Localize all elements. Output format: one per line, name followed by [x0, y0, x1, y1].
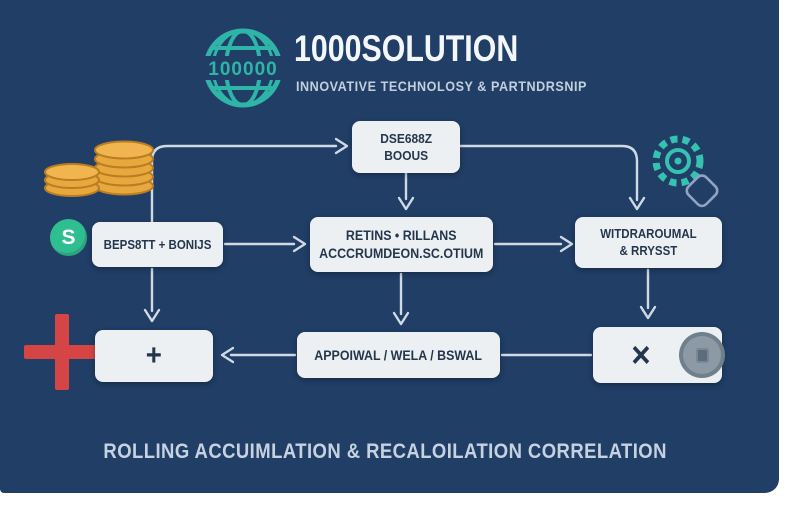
arrowhead-right-icon	[292, 235, 307, 253]
arrowhead-right-icon	[334, 137, 349, 155]
globe-icon: 100000	[197, 28, 289, 108]
flow-box-withdrawal-line2: & RRYSST	[619, 243, 678, 258]
flow-box-bonus-line2: BOOUS	[384, 148, 428, 163]
flow-box-deposit-label: BEPS8TT + BONIJS	[103, 237, 212, 252]
arrowhead-left-icon	[220, 346, 235, 364]
page-subtitle: INNOVATIVE TECHNOLOSY & PARTNDRSNIP	[296, 78, 587, 94]
multiply-symbol: ×	[631, 334, 651, 375]
arrowhead-down-icon	[392, 311, 410, 326]
connector-bonus-to-withdrawal	[458, 144, 639, 202]
arrowhead-down-icon	[397, 196, 415, 211]
flow-box-multiply: ×	[593, 327, 725, 383]
flow-box-bonus-line1: DSE688Z	[380, 131, 432, 146]
globe-number: 100000	[208, 59, 277, 80]
arrowhead-down-icon	[143, 308, 161, 323]
flow-box-approval-label: APPOIWAL / WELA / BSWAL	[314, 347, 483, 363]
flow-box-deposit-bonus: BEPS8TT + BONIJS	[92, 222, 223, 267]
arrowhead-down-icon	[628, 196, 646, 211]
red-plus-vertical-bar	[55, 314, 69, 390]
plus-symbol: +	[145, 339, 163, 372]
red-plus-icon	[24, 314, 100, 390]
flow-box-withdrawal-line1: WITDRAROUMAL	[600, 226, 697, 241]
flow-box-returns-line2: ACCCRUMDEON.SC.OTIUM	[319, 245, 484, 261]
dollar-sign: S	[61, 225, 76, 249]
flow-box-returns-line1: RETINS • RILLANS	[346, 227, 457, 243]
footer-caption: ROLLING ACCUIMLATION & RECALOILATION COR…	[103, 440, 668, 463]
dollar-coin-icon: S	[50, 219, 87, 256]
flow-box-approval: APPOIWAL / WELA / BSWAL	[297, 332, 500, 378]
flow-box-plus: +	[95, 330, 213, 382]
page-title: 1000SOLUTION	[294, 28, 519, 69]
connector-deposit-to-bonus	[150, 144, 338, 224]
flow-box-bonus: DSE688Z BOOUS	[352, 121, 460, 173]
flow-box-withdrawal-invest: WITDRAROUMAL & RRYSST	[575, 217, 722, 268]
arrowhead-down-icon	[639, 305, 657, 320]
coin-badge-glyph	[695, 347, 709, 363]
coin-badge-icon	[679, 332, 725, 378]
flow-box-returns-accumulation: RETINS • RILLANS ACCCRUMDEON.SC.OTIUM	[310, 217, 493, 272]
coin-stack-icon	[44, 140, 154, 197]
navy-panel: 100000 1000SOLUTION INNOVATIVE TECHNOLOS…	[0, 0, 779, 493]
arrowhead-right-icon	[559, 235, 574, 253]
gear-magnifier-icon	[652, 135, 719, 208]
